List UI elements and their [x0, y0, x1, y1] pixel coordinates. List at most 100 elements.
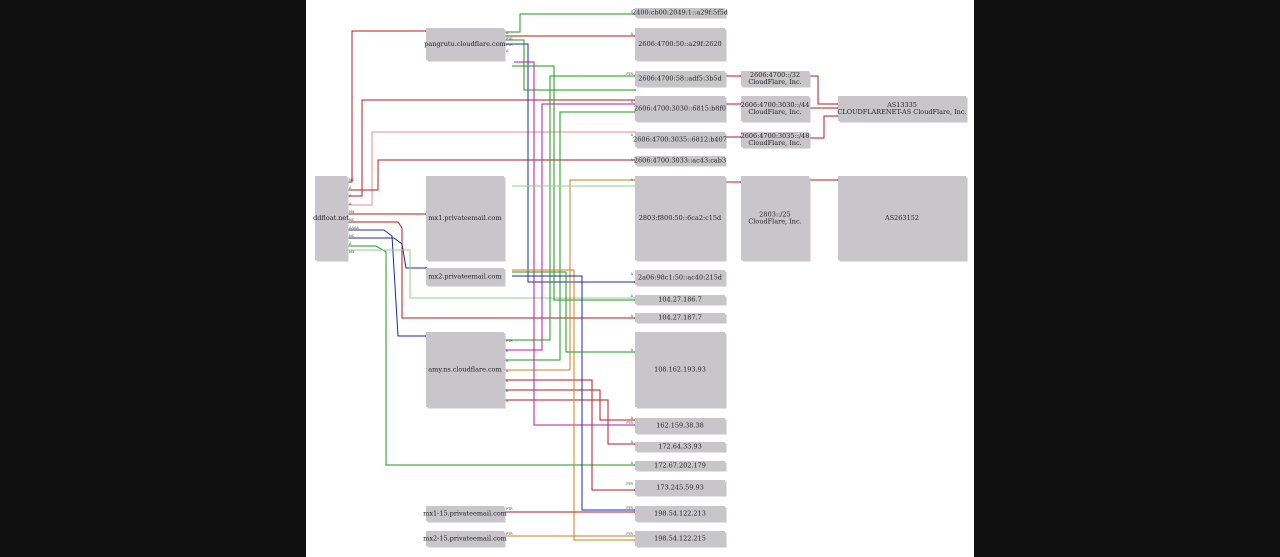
dns-graph: ddfloat.net pangrutu.cloudflare.com mx1.pr…	[313, 8, 968, 548]
node-box	[635, 332, 725, 407]
node-label: AS263152	[884, 214, 919, 222]
edge-4	[347, 99, 635, 197]
node-as2[interactable]: AS263152	[838, 176, 968, 262]
node-label: 2606:4700:3030::6815:b8f0	[634, 105, 726, 113]
node-ip10[interactable]: 104.27.187.7	[635, 313, 727, 324]
node-box	[635, 442, 725, 451]
edge-24	[512, 275, 635, 511]
node-ip2[interactable]: 2606:4700:50::a29f:2620	[635, 28, 727, 62]
node-box	[426, 176, 504, 260]
edge-2	[347, 229, 426, 337]
node-box	[426, 506, 504, 521]
node-ip4[interactable]: 2606:4700:3030::6815:b8f0	[634, 96, 727, 123]
port-label: A	[506, 369, 509, 373]
node-ddos[interactable]: ddfloat.net	[313, 176, 349, 262]
edge-9	[347, 249, 635, 299]
port-label: A	[506, 49, 509, 53]
node-label: pangrutu.cloudflare.com	[424, 40, 505, 48]
node-ip3[interactable]: 2606:4700:58::adf5:3b5d	[635, 71, 727, 88]
port-label: PTR	[626, 421, 633, 425]
port-label: NS	[349, 218, 355, 222]
edge-6	[347, 159, 635, 191]
node-ns1[interactable]: pangrutu.cloudflare.com	[424, 28, 506, 62]
port-label: A	[631, 133, 634, 137]
port-label: A	[349, 186, 352, 190]
edge-22	[512, 65, 635, 301]
node-label: mx2.privateemail.com	[428, 273, 501, 281]
node-ip16[interactable]: 198.54.122.213	[635, 506, 727, 523]
edge-15	[504, 103, 635, 351]
node-label: 173.245.59.93	[656, 484, 704, 492]
node-box	[426, 531, 504, 546]
port-labels: NSAAAMXNSAAAANSAMXAPTRPTRAPTRAAAAAAPTRPT…	[349, 10, 634, 536]
edge-13	[504, 39, 635, 91]
port-label: MX	[349, 210, 355, 214]
node-label: ddfloat.net	[313, 214, 349, 222]
node-label: CloudFlare, Inc.	[748, 218, 801, 226]
port-label: PTR	[506, 532, 513, 536]
node-ip11[interactable]: 108.162.193.93	[635, 332, 727, 409]
edge-0	[347, 30, 426, 183]
node-box	[635, 156, 725, 165]
node-label: 104.27.187.7	[658, 314, 701, 322]
edge-5	[347, 131, 635, 206]
node-ns2[interactable]: mx1.privateemail.com	[426, 176, 506, 262]
edge-14	[504, 75, 635, 341]
edge-17	[504, 179, 635, 371]
port-label: A	[506, 359, 509, 363]
node-box	[741, 96, 809, 121]
port-label: PTR	[626, 506, 633, 510]
node-box	[635, 480, 725, 495]
node-ip1[interactable]: 2400:cb00:2049:1::a29f:5f5d	[632, 8, 728, 19]
node-ip15[interactable]: 173.245.59.93	[635, 480, 727, 497]
node-box	[741, 132, 809, 147]
node-box	[426, 332, 504, 407]
node-label: CLOUDFLARENET-AS CloudFlare, Inc.	[837, 108, 966, 116]
node-ip13[interactable]: 172.64.33.93	[635, 442, 727, 453]
node-ns3[interactable]: mx2.privateemail.com	[426, 268, 506, 287]
node-ip9[interactable]: 104.27.186.7	[635, 295, 727, 306]
node-box	[741, 176, 809, 260]
port-label: A	[631, 416, 634, 420]
edge-8	[347, 221, 635, 319]
node-box	[635, 461, 725, 470]
port-label: A	[506, 379, 509, 383]
node-ns6[interactable]: mx2-15.privateemail.com	[423, 531, 507, 548]
node-ip7[interactable]: 2803:f800:50::6ca2:c15d	[635, 176, 727, 262]
node-ip5[interactable]: 2606:4700:3035::6812:b407	[633, 132, 727, 149]
node-ip8[interactable]: 2a06:98c1:50::ac40:215d	[635, 270, 727, 287]
node-ns5[interactable]: mx1-15.privateemail.com	[423, 506, 507, 523]
node-label: 2400:cb00:2049:1::a29f:5f5d	[632, 9, 728, 17]
port-label: PTR	[506, 339, 513, 343]
node-label: 162.159.38.38	[656, 422, 704, 430]
port-label: A	[631, 178, 634, 182]
port-label: A	[631, 100, 634, 104]
edge-19	[504, 389, 635, 421]
edge-33	[809, 75, 838, 105]
node-label: 198.54.122.215	[654, 535, 706, 543]
node-box	[635, 270, 725, 285]
node-ip17[interactable]: 198.54.122.215	[635, 531, 727, 548]
node-ip6[interactable]: 2606:4700:3033::ac43:cab3	[634, 156, 727, 167]
nodes: ddfloat.net pangrutu.cloudflare.com mx1.pr…	[313, 8, 968, 548]
edge-20	[504, 399, 635, 445]
node-label: 104.27.186.7	[658, 296, 701, 304]
node-ns4[interactable]: amy.ns.cloudflare.com	[426, 332, 506, 409]
port-label: PTR	[506, 507, 513, 511]
node-box	[635, 531, 725, 546]
port-label: PTR	[626, 532, 633, 536]
node-label: mx1.privateemail.com	[428, 214, 501, 222]
node-ip14[interactable]: 172.67.202.179	[635, 461, 727, 472]
port-label: A	[506, 399, 509, 403]
edge-23	[512, 269, 635, 541]
node-ip12[interactable]: 162.159.38.38	[635, 418, 727, 435]
edge-18	[504, 379, 635, 491]
node-box	[426, 268, 504, 285]
node-label: 2803::/25	[759, 211, 790, 219]
port-label: PTR	[506, 37, 513, 41]
